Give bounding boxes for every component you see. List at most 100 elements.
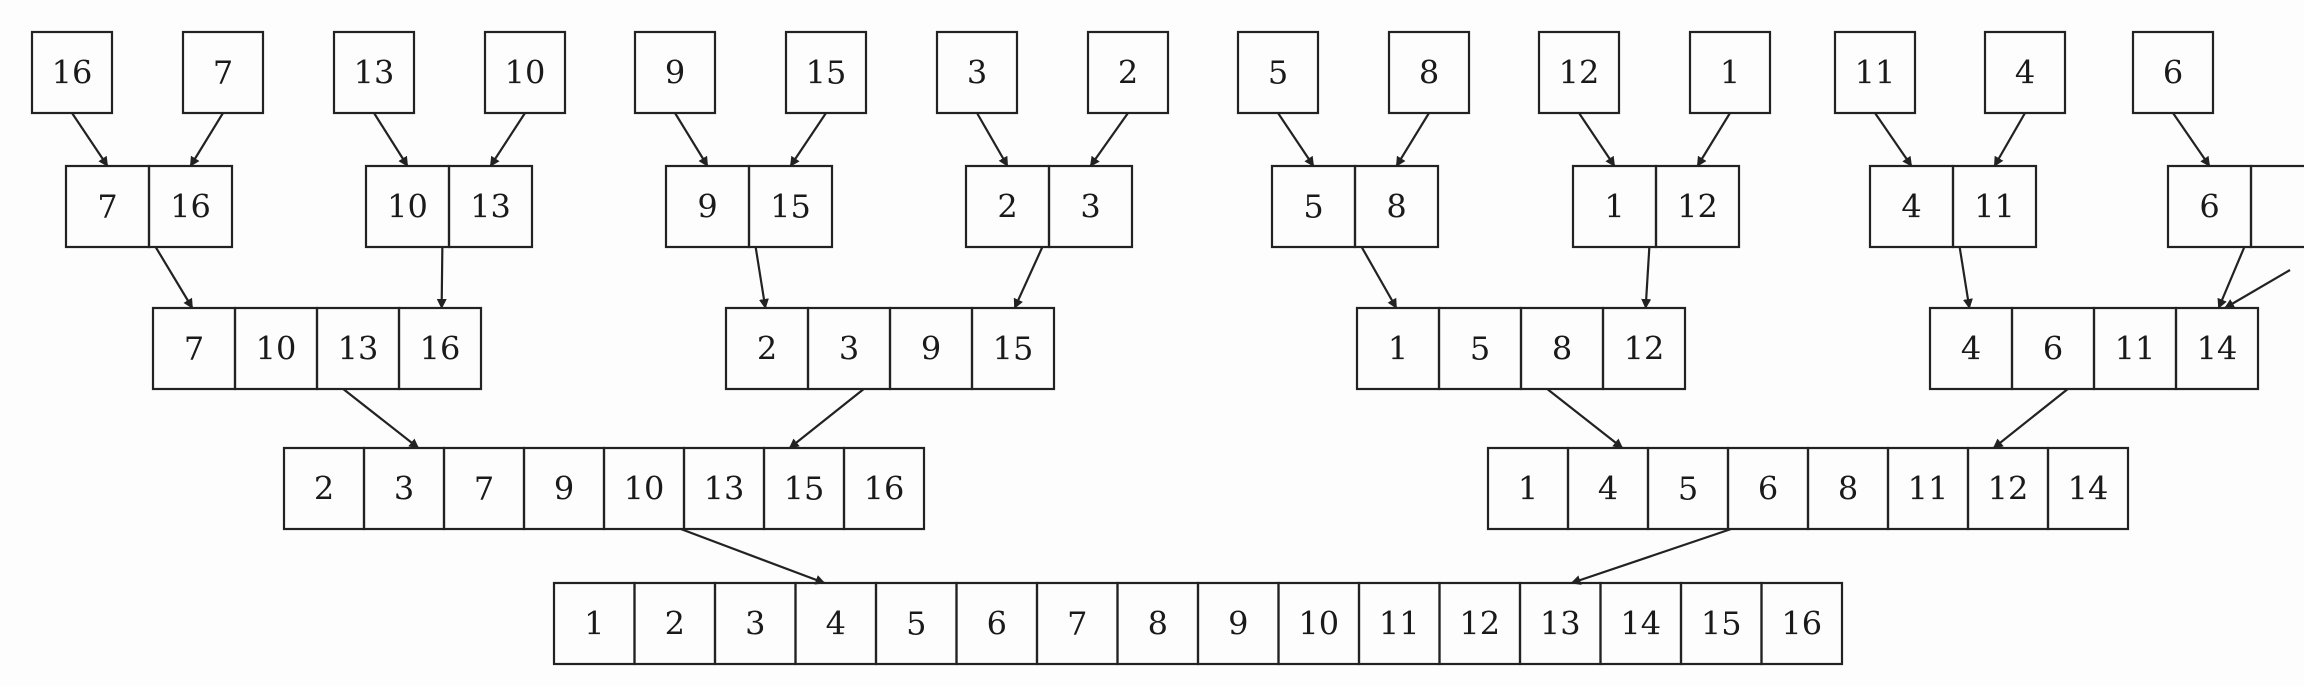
array-cell bbox=[2046, 446, 2130, 531]
merge-arrow bbox=[342, 388, 420, 449]
merge-arrow bbox=[1958, 246, 1973, 309]
merge-arrow bbox=[71, 112, 109, 167]
merge-arrow bbox=[1013, 246, 1044, 309]
cell-value: 6 bbox=[2043, 330, 2063, 368]
array-cell bbox=[1760, 581, 1844, 666]
cell-value: 5 bbox=[1678, 470, 1698, 508]
cell-value: 8 bbox=[1838, 470, 1858, 508]
merge-arrow bbox=[489, 112, 526, 167]
cell-value: 15 bbox=[1701, 605, 1742, 643]
cell-value: 2 bbox=[665, 605, 685, 643]
cell-value: 7 bbox=[1067, 605, 1087, 643]
cell-value: 5 bbox=[1303, 188, 1323, 226]
cell-value: 1 bbox=[584, 605, 604, 643]
cell-value: 8 bbox=[1386, 188, 1406, 226]
cell-value: 12 bbox=[1988, 470, 2029, 508]
cell-value: 15 bbox=[770, 188, 811, 226]
merge-arrow bbox=[754, 246, 769, 309]
cell-value: 12 bbox=[1677, 188, 1718, 226]
cell-value: 13 bbox=[1540, 605, 1581, 643]
merge-arrow bbox=[1641, 246, 1652, 309]
cell-value: 1 bbox=[1604, 188, 1624, 226]
cell-value: 16 bbox=[1781, 605, 1822, 643]
merge-arrow bbox=[436, 246, 447, 309]
merge-arrow bbox=[1874, 112, 1913, 167]
merge-arrow bbox=[154, 246, 194, 309]
cell-value: 9 bbox=[697, 188, 717, 226]
cell-value: 3 bbox=[745, 605, 765, 643]
merge-arrow bbox=[976, 112, 1009, 167]
cell-value: 8 bbox=[1148, 605, 1168, 643]
merge-arrow bbox=[1992, 388, 2069, 449]
cell-value: 12 bbox=[1459, 605, 1500, 643]
cell-value: 15 bbox=[784, 470, 825, 508]
cell-value: 3 bbox=[1080, 188, 1100, 226]
cell-value: 3 bbox=[967, 54, 987, 92]
cell-value: 14 bbox=[1620, 605, 1661, 643]
merge-arrow bbox=[788, 388, 865, 449]
cell-value: 15 bbox=[993, 330, 1034, 368]
merge-arrow bbox=[1546, 388, 1624, 449]
cell-value: 2 bbox=[757, 330, 777, 368]
merge-arrow bbox=[1993, 112, 2026, 167]
cell-value: 10 bbox=[1298, 605, 1339, 643]
cell-value: 4 bbox=[1901, 188, 1921, 226]
cell-value: 16 bbox=[170, 188, 211, 226]
cell-value: 4 bbox=[1961, 330, 1981, 368]
merge-arrow bbox=[373, 112, 409, 167]
cell-value: 11 bbox=[2115, 330, 2156, 368]
cell-value: 13 bbox=[704, 470, 745, 508]
cell-value: 5 bbox=[1470, 330, 1490, 368]
cell-value: 8 bbox=[1552, 330, 1572, 368]
cell-value: 14 bbox=[2197, 330, 2238, 368]
cell-value: 4 bbox=[2015, 54, 2035, 92]
cell-value: 6 bbox=[987, 605, 1007, 643]
cell-value: 1 bbox=[1518, 470, 1538, 508]
merge-arrow bbox=[789, 112, 827, 167]
cell-value: 2 bbox=[314, 470, 334, 508]
cell-value: 10 bbox=[624, 470, 665, 508]
merge-arrow bbox=[1089, 112, 1129, 167]
cell-value: 1 bbox=[1720, 54, 1740, 92]
cell-value: 6 bbox=[2163, 54, 2183, 92]
merge-arrow bbox=[674, 112, 709, 167]
cell-value: 12 bbox=[1559, 54, 1600, 92]
cell-value: 7 bbox=[97, 188, 117, 226]
cell-value: 5 bbox=[1268, 54, 1288, 92]
cell-value: 14 bbox=[2068, 470, 2109, 508]
array-cell bbox=[2249, 164, 2304, 249]
cell-value: 4 bbox=[1598, 470, 1618, 508]
cell-value: 11 bbox=[1379, 605, 1420, 643]
cell-value: 8 bbox=[1419, 54, 1439, 92]
merge-arrow bbox=[2224, 269, 2291, 309]
cell-value: 13 bbox=[470, 188, 511, 226]
cell-value: 16 bbox=[420, 330, 461, 368]
cell-value: 11 bbox=[1908, 470, 1949, 508]
array-cell bbox=[2174, 306, 2260, 391]
merge-arrow bbox=[2217, 246, 2246, 309]
array-cell bbox=[970, 306, 1056, 391]
cell-value: 12 bbox=[1624, 330, 1665, 368]
cell-value: 11 bbox=[1855, 54, 1896, 92]
cell-value: 9 bbox=[554, 470, 574, 508]
cell-value: 10 bbox=[256, 330, 297, 368]
cell-value: 1 bbox=[1388, 330, 1408, 368]
merge-arrow bbox=[680, 527, 826, 585]
merge-arrow bbox=[189, 112, 224, 167]
cell-value: 13 bbox=[354, 54, 395, 92]
cell-value: 2 bbox=[997, 188, 1017, 226]
merge-arrow bbox=[1696, 112, 1731, 167]
merge-arrow bbox=[1570, 527, 1732, 585]
cell-value: 9 bbox=[921, 330, 941, 368]
cell-value: 11 bbox=[1974, 188, 2015, 226]
cell-value: 7 bbox=[213, 54, 233, 92]
cell-value: 13 bbox=[338, 330, 379, 368]
array-cell bbox=[842, 446, 926, 531]
cell-value: 6 bbox=[2199, 188, 2219, 226]
cell-value: 16 bbox=[52, 54, 93, 92]
merge-arrow bbox=[1395, 112, 1430, 167]
cell-value: 3 bbox=[839, 330, 859, 368]
cell-value: 2 bbox=[1118, 54, 1138, 92]
